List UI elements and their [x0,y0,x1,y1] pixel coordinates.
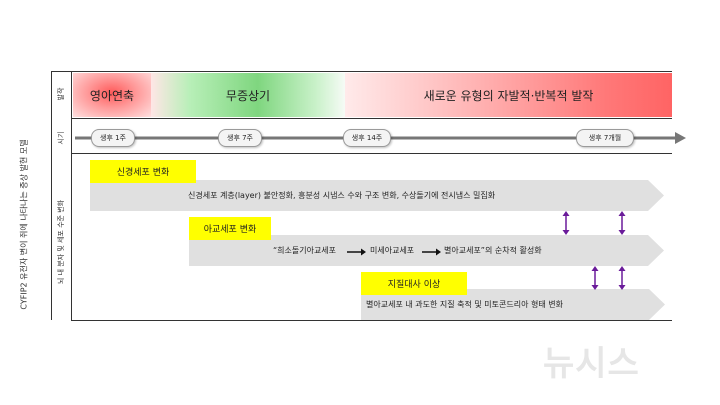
row-label-time: 시기 [57,131,65,145]
tag-lipid-metabolism: 지질대사 이상 [361,272,467,295]
band-glial-text-microglia: 미세아교세포 [370,246,415,255]
top-rule [51,71,672,72]
timeline-mark-week14: 생후 14주 [343,129,391,147]
timeline-mark-week7: 생후 7주 [218,129,262,147]
row-label-changes: 뇌 내 분자 및 세포 수준 변화 [57,199,65,285]
band-lipid-metabolism [361,289,666,320]
arrow-right-icon [422,248,441,256]
row-label-onset: 발작 [57,87,65,101]
double-arrow-icon [562,211,570,235]
phase-infantile-spasms: 영아연축 [73,73,151,117]
tag-neuronal-changes: 신경세포 변화 [90,160,196,183]
timeline-mark-month7: 생후 7개월 [576,129,634,147]
band-neuronal-text: 신경세포 계층(layer) 불안정화, 흥분성 시냅스 수와 구조 변화, 수… [188,191,496,200]
rule-below-time [71,153,672,154]
phase-asymptomatic: 무증상기 [151,73,345,117]
bottom-rule [71,320,672,321]
timeline-mark-week1: 생후 1주 [91,129,135,147]
tag-glial-changes: 아교세포 변화 [189,217,271,240]
band-glial-text-astrocyte: 별아교세포”의 순차적 활성화 [444,246,542,255]
band-glial-changes [189,235,665,266]
phase-label: 무증상기 [225,88,271,103]
rule-below-onset [71,118,672,119]
arrow-right-icon [347,248,366,256]
main-axis-title: CYFIP2 유전자 변이 쥐에 나타나는 증상 발현 모델 [19,139,29,310]
double-arrow-icon [618,211,626,235]
phase-label: 새로운 유형의 자발적·반복적 발작 [423,88,594,103]
phase-label: 영아연축 [89,88,135,103]
band-glial-text-oligodendrocyte: “희소돌기아교세포 [273,246,337,255]
band-neuronal-changes [90,180,665,211]
phase-recurrent-seizures: 새로운 유형의 자발적·반복적 발작 [345,73,672,117]
double-arrow-icon [618,266,626,290]
left-bracket-line [51,72,52,320]
band-lipid-text: 별아교세포 내 과도한 지질 축적 및 미토콘드리아 형태 변화 [366,300,563,309]
row-divider-line [71,72,72,320]
watermark-logo: 뉴시스 [543,344,640,384]
double-arrow-icon [591,266,599,290]
